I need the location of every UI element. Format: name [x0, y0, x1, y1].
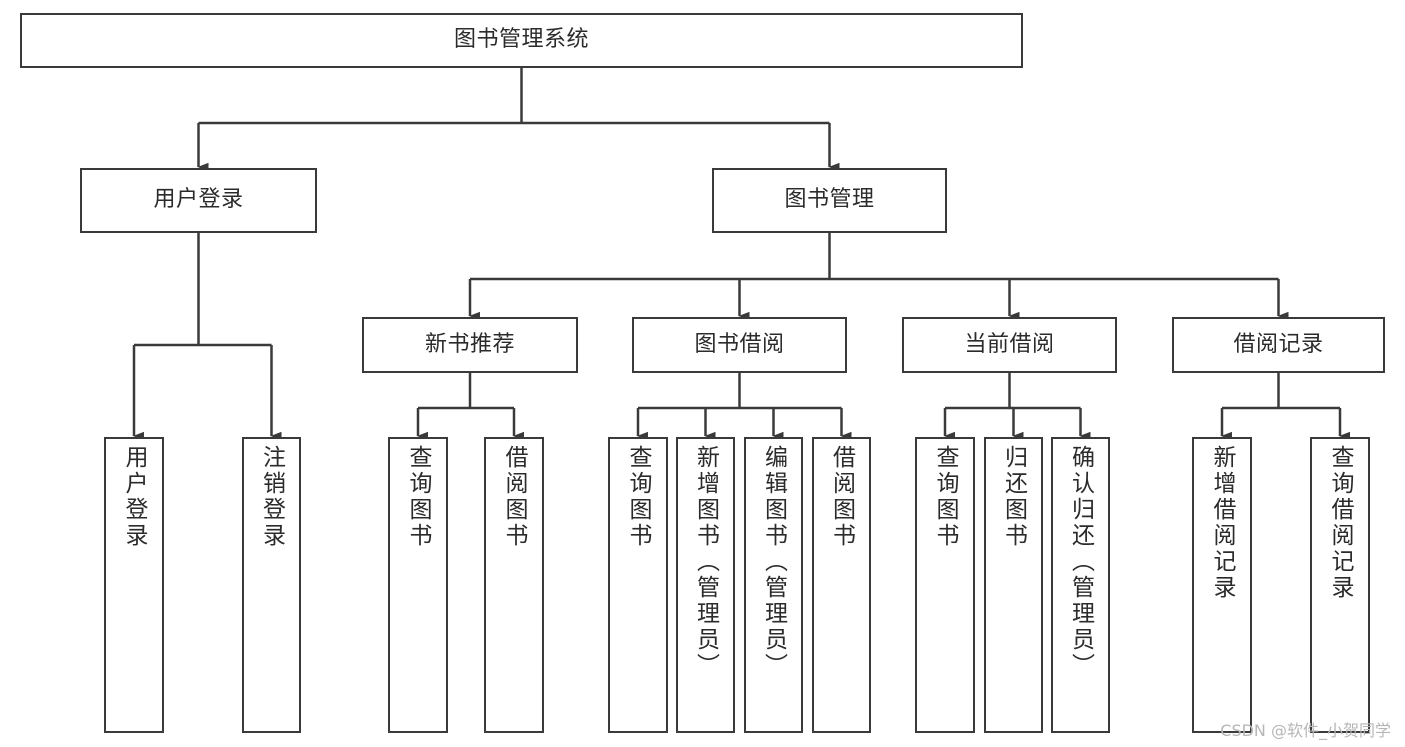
- node-label-leaf-query-book-current: 查询图书: [932, 445, 959, 549]
- node-leaf-borrow-book-rec[interactable]: 借阅图书: [484, 437, 544, 733]
- edges-group: [132, 68, 1350, 441]
- node-leaf-return-book[interactable]: 归还图书: [984, 437, 1043, 733]
- node-leaf-add-record[interactable]: 新增借阅记录: [1192, 437, 1252, 733]
- node-leaf-user-login[interactable]: 用户登录: [104, 437, 164, 733]
- node-label-current-borrow: 当前借阅: [964, 331, 1055, 357]
- node-new-book-recommend[interactable]: 新书推荐: [362, 317, 578, 373]
- node-current-borrow[interactable]: 当前借阅: [902, 317, 1117, 373]
- node-borrow-record[interactable]: 借阅记录: [1172, 317, 1385, 373]
- node-leaf-confirm-return[interactable]: 确认归还（管理员）: [1051, 437, 1110, 733]
- node-root[interactable]: 图书管理系统: [20, 13, 1023, 68]
- node-label-book-borrow: 图书借阅: [694, 331, 785, 357]
- node-label-leaf-edit-book: 编辑图书（管理员）: [760, 445, 787, 679]
- node-leaf-query-book-rec[interactable]: 查询图书: [388, 437, 448, 733]
- node-label-leaf-borrow-book: 借阅图书: [828, 445, 855, 549]
- node-user-login[interactable]: 用户登录: [80, 168, 317, 233]
- node-label-book-manage: 图书管理: [784, 187, 875, 213]
- node-leaf-query-record[interactable]: 查询借阅记录: [1310, 437, 1370, 733]
- node-label-leaf-user-logout: 注销登录: [258, 445, 285, 549]
- node-leaf-user-logout[interactable]: 注销登录: [242, 437, 301, 733]
- node-leaf-add-book[interactable]: 新增图书（管理员）: [676, 437, 735, 733]
- watermark-label: CSDN @软件_小贺同学: [1220, 721, 1391, 740]
- node-label-new-book-recommend: 新书推荐: [424, 331, 515, 357]
- node-label-leaf-query-book-rec: 查询图书: [405, 445, 432, 549]
- node-label-leaf-confirm-return: 确认归还（管理员）: [1067, 445, 1094, 679]
- node-label-leaf-return-book: 归还图书: [1000, 445, 1027, 549]
- node-leaf-edit-book[interactable]: 编辑图书（管理员）: [744, 437, 803, 733]
- node-label-root: 图书管理系统: [453, 27, 589, 53]
- node-label-leaf-user-login: 用户登录: [121, 445, 148, 549]
- node-leaf-query-book-borrow[interactable]: 查询图书: [608, 437, 668, 733]
- node-label-leaf-query-record: 查询借阅记录: [1327, 445, 1354, 601]
- node-label-leaf-query-book-borrow: 查询图书: [625, 445, 652, 549]
- node-label-leaf-borrow-book-rec: 借阅图书: [501, 445, 528, 549]
- node-label-leaf-add-record: 新增借阅记录: [1209, 445, 1236, 601]
- node-label-user-login: 用户登录: [153, 187, 244, 213]
- node-label-leaf-add-book: 新增图书（管理员）: [692, 445, 719, 679]
- node-leaf-borrow-book[interactable]: 借阅图书: [812, 437, 871, 733]
- node-leaf-query-book-current[interactable]: 查询图书: [915, 437, 975, 733]
- node-book-borrow[interactable]: 图书借阅: [632, 317, 847, 373]
- node-label-borrow-record: 借阅记录: [1233, 331, 1324, 357]
- node-book-manage[interactable]: 图书管理: [712, 168, 947, 233]
